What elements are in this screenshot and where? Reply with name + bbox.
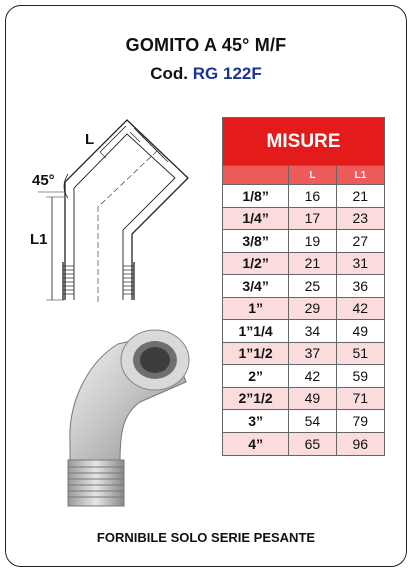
column-header-size <box>223 166 290 184</box>
l1-value-cell: 96 <box>352 435 369 452</box>
l-value-cell: 19 <box>289 230 337 252</box>
table-row: 1/2”21 31 <box>223 252 384 275</box>
l-value-cell: 17 <box>289 207 337 229</box>
product-photo <box>67 329 190 507</box>
table-row: 4”65 96 <box>223 432 384 455</box>
l1-value-cell: 59 <box>352 367 369 384</box>
table-row: 2”42 59 <box>223 365 384 388</box>
table-row: 3/8”19 27 <box>223 230 384 253</box>
footer-note: FORNIBILE SOLO SERIE PESANTE <box>96 530 316 545</box>
l1-value-cell: 23 <box>352 210 369 227</box>
l1-value-cell: 36 <box>352 277 369 294</box>
l-value-cell: 65 <box>289 432 337 455</box>
l1-value-cell: 42 <box>352 300 369 317</box>
l1-value-cell: 31 <box>352 255 369 272</box>
l1-value-cell: 49 <box>352 322 369 339</box>
table-column-headers: L L1 <box>223 166 384 185</box>
size-cell: 1/4” <box>223 207 290 229</box>
size-cell: 1/8” <box>223 185 290 207</box>
table-row: 3”54 79 <box>223 410 384 433</box>
l-value-cell: 21 <box>289 252 337 274</box>
size-cell: 1”1/4 <box>223 320 290 342</box>
l1-value-cell: 71 <box>352 390 369 407</box>
table-title: MISURE <box>223 118 384 166</box>
technical-drawing: L 45° L1 <box>30 119 189 302</box>
column-header-l: L <box>289 166 337 184</box>
product-code: Cod. RG 122F <box>0 64 412 84</box>
code-label: Cod. <box>150 64 189 83</box>
dimension-l-label: L <box>85 131 94 148</box>
l-value-cell: 34 <box>289 320 337 342</box>
size-cell: 1/2” <box>223 252 290 274</box>
size-cell: 2” <box>223 365 290 387</box>
dimension-l1-label: L1 <box>30 231 48 248</box>
l-value-cell: 54 <box>289 410 337 432</box>
l-value-cell: 42 <box>289 365 337 387</box>
l-value-cell: 25 <box>289 275 337 297</box>
l1-value-cell: 21 <box>352 187 369 204</box>
product-title: GOMITO A 45° M/F <box>125 35 287 55</box>
l-value-cell: 29 <box>289 297 337 319</box>
sizes-table: MISURE L L1 1/8”16 21 1/4”17 23 3/8”19 27 1/2”… <box>222 117 385 456</box>
l1-value-cell: 79 <box>352 412 369 429</box>
l-value-cell: 16 <box>289 185 337 207</box>
size-cell: 1”1/2 <box>223 342 290 364</box>
table-row: 3/4”25 36 <box>223 275 384 298</box>
l1-value-cell: 27 <box>352 232 369 249</box>
l1-value-cell: 51 <box>352 345 369 362</box>
size-cell: 3/4” <box>223 275 290 297</box>
size-cell: 3/8” <box>223 230 290 252</box>
l-value-cell: 37 <box>289 342 337 364</box>
code-value: RG 122F <box>192 64 262 83</box>
size-cell: 2”1/2 <box>223 387 290 409</box>
table-row: 1/8”16 21 <box>223 185 384 208</box>
table-row: 1”29 42 <box>223 297 384 320</box>
size-cell: 3” <box>223 410 290 432</box>
column-header-l1: L1 <box>354 169 367 181</box>
table-row: 1/4”17 23 <box>223 207 384 230</box>
size-cell: 4” <box>223 432 290 455</box>
size-cell: 1” <box>223 297 290 319</box>
angle-label: 45° <box>32 172 55 189</box>
l-value-cell: 49 <box>289 387 337 409</box>
